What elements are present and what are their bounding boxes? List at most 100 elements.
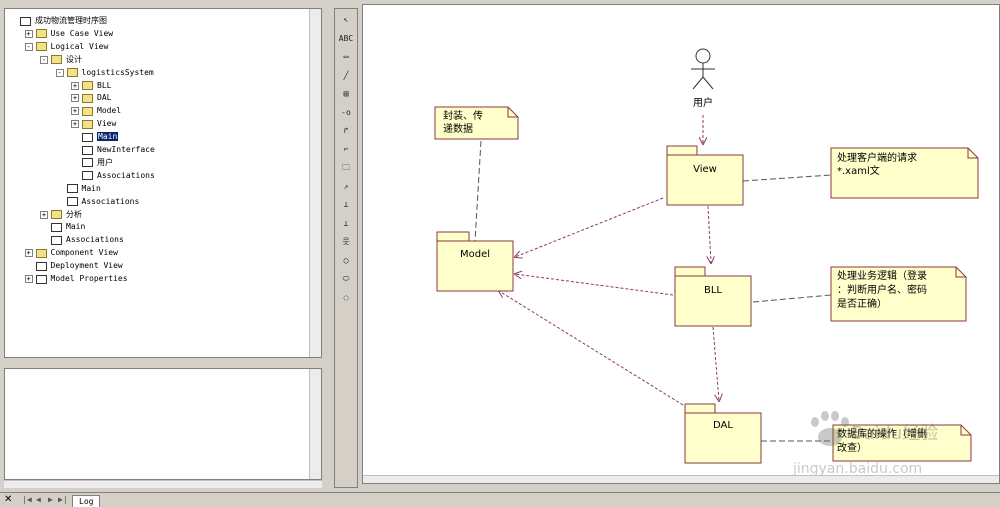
collapse-icon[interactable]: - [40, 55, 48, 64]
tree-item-label: 设计 [66, 54, 82, 64]
use-case-tool-icon[interactable]: ◯ [343, 255, 349, 265]
unidirectional-tool-icon[interactable]: ⌐ [343, 144, 349, 154]
tree-item[interactable]: Main [40, 221, 85, 233]
tree-item[interactable]: + Model [71, 105, 121, 117]
dashed-ellipse-tool-icon[interactable]: ◌ [343, 292, 349, 302]
next-tab-arrow-icon[interactable]: ▶ [48, 495, 53, 504]
diagram-horizontal-scrollbar[interactable] [363, 475, 999, 483]
package-view[interactable]: View [666, 145, 744, 206]
realize-tool-icon[interactable]: ⊥ [343, 218, 349, 228]
tree-item[interactable]: Associations [56, 196, 139, 208]
tree-item[interactable]: Main [56, 183, 101, 195]
dependency-bll-dal[interactable] [712, 326, 719, 401]
folder-icon [66, 68, 78, 78]
note-view[interactable]: 处理客户端的请求*.xaml文 [830, 147, 979, 199]
class-diagram-canvas[interactable]: 用户 View Model [362, 4, 1000, 484]
collapse-icon[interactable]: - [55, 68, 64, 77]
text-tool-icon[interactable]: ABC [338, 33, 354, 43]
tree-item[interactable]: Main [71, 131, 119, 143]
log-tab-bar: ✕ |◀ ◀ ▶ ▶| Log [0, 492, 1000, 507]
interface-tool-icon[interactable]: -o [341, 107, 351, 117]
tree-item[interactable]: + 分析 [40, 209, 82, 221]
tree-item[interactable]: 成功物流管理时序图 [9, 15, 107, 27]
collapse-icon[interactable]: - [24, 42, 33, 51]
documentation-pane[interactable] [4, 368, 322, 480]
properties-icon [35, 274, 47, 284]
note-text-line: 处理业务逻辑（登录 [837, 269, 927, 282]
tree-item[interactable]: NewInterface [71, 144, 155, 156]
actor-user[interactable]: 用户 [691, 48, 715, 109]
note-text-line: ：判断用户名、密码 [837, 283, 927, 296]
dependency-tool-icon[interactable]: ↗ [343, 181, 349, 191]
package-model[interactable]: Model [436, 231, 514, 292]
expand-icon[interactable]: + [71, 94, 79, 103]
tree-scrollbar[interactable] [309, 9, 321, 357]
tree-item[interactable]: -logisticsSystem [55, 67, 154, 79]
tree-item[interactable]: Associations [71, 170, 155, 182]
document-icon [20, 16, 31, 26]
package-tool-icon[interactable]: 🗀 [342, 163, 350, 172]
expand-icon[interactable]: + [24, 275, 33, 283]
actor-tool-icon[interactable]: 웃 [342, 237, 350, 246]
tree-item-label: BLL [97, 80, 112, 90]
tree-item-label: Associations [97, 170, 155, 180]
expand-icon[interactable]: + [24, 249, 33, 258]
close-log-button[interactable]: ✕ [4, 494, 13, 505]
documentation-horizontal-scrollbar[interactable] [4, 480, 322, 488]
dependency-dal-model[interactable] [499, 291, 684, 406]
folder-icon [35, 29, 47, 39]
last-tab-arrow-icon[interactable]: ▶| [58, 495, 68, 504]
tree-item[interactable]: +DAL [71, 92, 111, 104]
dependency-bll-model[interactable] [515, 274, 674, 296]
tree-item-label: 分析 [66, 209, 82, 219]
tree-item[interactable]: + BLL [71, 80, 111, 92]
note-text-line: 处理客户端的请求 [837, 151, 917, 164]
package-model-label: Model [460, 249, 490, 260]
prev-tab-arrow-icon[interactable]: ◀ [36, 495, 41, 504]
note-anchor-lines [474, 140, 833, 442]
tree-item[interactable]: Deployment View [25, 260, 123, 272]
expand-icon[interactable]: + [71, 81, 79, 90]
tab-log[interactable]: Log [72, 495, 101, 507]
note-tool-icon[interactable]: ▭ [343, 52, 349, 61]
tree-item[interactable]: 用户 [71, 157, 113, 169]
tree-item-label: Associations [66, 235, 124, 245]
dependency-view-model[interactable] [515, 197, 664, 257]
expand-icon[interactable]: + [24, 29, 33, 38]
watermark-url: jingyan.baidu.com [792, 461, 922, 477]
tree-item[interactable]: +Use Case View [24, 28, 113, 40]
tree-item[interactable]: - 设计 [40, 54, 82, 66]
actor-stick-figure-icon [691, 48, 715, 90]
tree-item[interactable]: Associations [40, 234, 124, 246]
tree-item[interactable]: -Logical View [24, 41, 108, 53]
browser-tree[interactable]: 成功物流管理时序图+Use Case View-Logical View-设计-… [4, 8, 322, 358]
note-text-line: 改查） [837, 441, 867, 454]
diagram-icon [51, 222, 62, 232]
anchor-tool-icon[interactable]: ╱ [343, 70, 349, 80]
diagram-icon [66, 184, 78, 194]
tree-item-label: Model [97, 106, 122, 116]
expand-icon[interactable]: + [40, 210, 48, 219]
expand-icon[interactable]: + [71, 120, 79, 129]
package-dal[interactable]: DAL [684, 403, 762, 464]
ellipse-tool-icon[interactable]: ⬭ [342, 274, 350, 283]
documentation-scrollbar[interactable] [309, 369, 321, 479]
package-bll[interactable]: BLL [674, 266, 752, 327]
selection-tool-icon[interactable]: ↖ [343, 15, 349, 24]
note-text-line: 递数据 [443, 122, 473, 135]
class-tool-icon[interactable]: ▤ [343, 89, 349, 98]
folder-icon [82, 81, 93, 90]
tree-item[interactable]: +Model Properties [24, 273, 128, 285]
generalization-tool-icon[interactable]: ⊥ [343, 200, 349, 209]
actor-label: 用户 [693, 96, 713, 109]
association-tool-icon[interactable]: ↱ [343, 126, 349, 135]
first-tab-arrow-icon[interactable]: |◀ [22, 495, 32, 504]
tree-item[interactable]: +Component View [24, 247, 118, 259]
watermark-text: Baidu经验 [851, 423, 938, 444]
dependency-view-bll[interactable] [708, 205, 711, 263]
expand-icon[interactable]: + [71, 107, 79, 116]
tree-item[interactable]: +View [71, 118, 116, 130]
